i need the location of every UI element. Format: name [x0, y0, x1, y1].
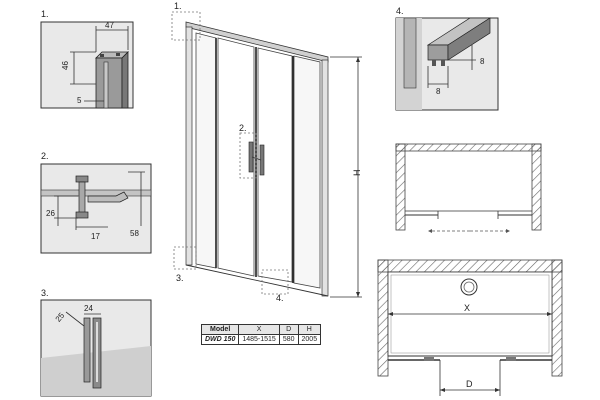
detail-1: 1. 47 46 5	[40, 9, 134, 109]
callout-1: 1.	[174, 1, 182, 11]
plan-door-label: D	[466, 379, 473, 389]
spec-h-value: 2005	[297, 334, 322, 345]
dim-5: 5	[77, 96, 82, 105]
spec-header-h: H	[297, 324, 322, 335]
detail-2-frame	[40, 163, 152, 254]
spec-d-value: 580	[278, 334, 299, 345]
dim-17: 17	[91, 232, 100, 241]
spec-table-row: DWD 150 1485-1515 580 2005	[200, 334, 322, 345]
spec-table: Model X D H DWD 150 1485-1515 580 2005	[200, 324, 322, 345]
spec-table-header-row: Model X D H	[200, 324, 322, 335]
top-view-small	[395, 143, 542, 233]
spec-header-model: Model	[200, 324, 240, 335]
detail-4: 4. 8 8	[395, 6, 499, 111]
spec-header-x: X	[238, 324, 280, 335]
detail-2: 2. 26 17 58	[40, 151, 152, 254]
dim-47: 47	[105, 21, 114, 30]
dim-26: 26	[46, 209, 55, 218]
detail-3: 3. 25 24	[40, 288, 152, 397]
detail-3-label: 3.	[41, 288, 49, 298]
spec-model-value: DWD 150	[200, 334, 240, 345]
plan-width-label: X	[464, 303, 470, 313]
front-view: 1. 2. 3. 4. H	[171, 1, 362, 303]
dim-8-height: 8	[480, 57, 485, 66]
detail-1-label: 1.	[41, 9, 49, 19]
dim-8-width: 8	[436, 87, 441, 96]
callout-4: 4.	[276, 293, 284, 303]
dim-46: 46	[61, 61, 70, 70]
dim-58: 58	[130, 229, 139, 238]
spec-x-value: 1485-1515	[238, 334, 280, 345]
callout-2: 2.	[239, 123, 247, 133]
callout-3: 3.	[176, 273, 184, 283]
detail-4-label: 4.	[396, 6, 404, 16]
dim-24: 24	[84, 304, 93, 313]
detail-2-label: 2.	[41, 151, 49, 161]
plan-view: X D	[377, 259, 563, 396]
height-label: H	[352, 170, 362, 177]
spec-header-d: D	[278, 324, 299, 335]
